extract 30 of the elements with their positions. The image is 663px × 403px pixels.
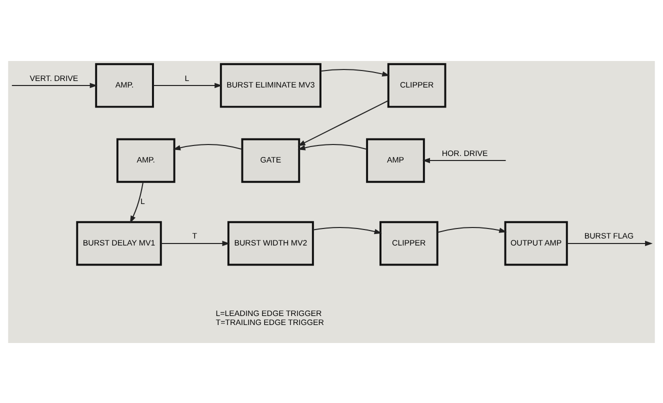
edge-label: L <box>184 73 190 82</box>
edge-label: HOR. DRIVE <box>442 148 488 158</box>
arrow <box>161 240 230 246</box>
node-box: CLIPPER <box>387 62 446 108</box>
arrow <box>298 100 389 146</box>
arrow <box>437 226 507 232</box>
label: T=TRAILING EDGE TRIGGER <box>216 317 324 326</box>
node-box: AMP. <box>116 138 176 182</box>
node-box: BURST DELAY MV1 <box>76 220 162 266</box>
arrow <box>172 144 242 150</box>
arrow <box>567 240 653 246</box>
edge-label: T <box>192 231 198 240</box>
arrow <box>12 82 98 88</box>
arrow <box>153 82 222 88</box>
node-box: BURST ELIMINATE MV3 <box>220 62 322 108</box>
node-box: AMP. <box>95 62 154 108</box>
edge-label: L <box>140 196 145 206</box>
node-box: AMP <box>366 138 425 182</box>
edge-label: VERT. DRIVE <box>30 73 78 82</box>
arrow <box>130 181 144 223</box>
edge-label: BURST FLAG <box>584 231 634 240</box>
arrow <box>320 68 390 76</box>
node-box: GATE <box>241 138 300 182</box>
arrow <box>312 226 382 234</box>
node-box: CLIPPER <box>379 220 438 266</box>
node-box: BURST WIDTH MV2 <box>227 220 314 266</box>
label: L=LEADING EDGE TRIGGER <box>216 308 322 318</box>
arrow <box>422 157 506 163</box>
arrow <box>298 144 368 150</box>
node-box: OUTPUT AMP <box>504 220 568 266</box>
